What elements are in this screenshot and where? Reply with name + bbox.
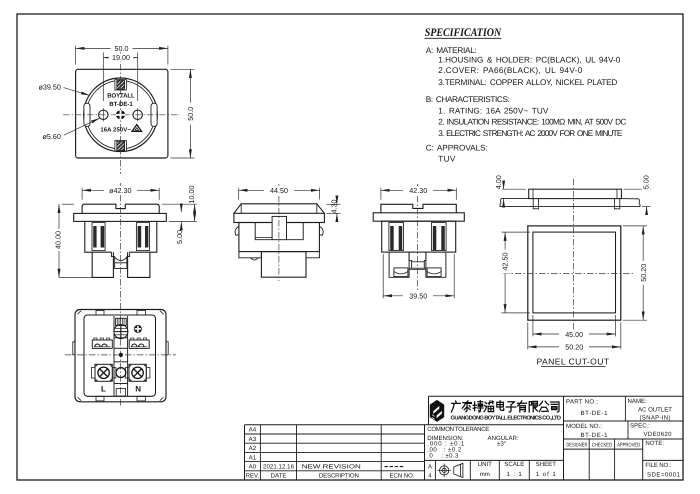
svg-text:BT-DE-1: BT-DE-1: [581, 432, 609, 439]
svg-text:50.0: 50.0: [186, 107, 195, 121]
svg-text:A2: A2: [249, 445, 257, 452]
svg-text:N: N: [135, 385, 141, 394]
svg-text:PANEL CUT-OUT: PANEL CUT-OUT: [536, 356, 609, 366]
svg-text:4.30: 4.30: [329, 200, 338, 214]
svg-text:45.00: 45.00: [565, 330, 583, 339]
svg-text:C: APPROVALS:: C: APPROVALS:: [426, 144, 488, 153]
svg-text:ø39.50: ø39.50: [39, 82, 61, 91]
svg-text:50.0: 50.0: [115, 44, 129, 53]
svg-text:A3: A3: [249, 436, 257, 443]
svg-text:±3°: ±3°: [497, 440, 507, 447]
svg-text:2. INSULATION RESISTANCE: 1: 2. INSULATION RESISTANCE: 100MΩ MIN, AT …: [438, 118, 626, 127]
svg-text:ø42.30: ø42.30: [109, 186, 131, 195]
svg-text:TUV: TUV: [438, 155, 456, 164]
svg-text:DESCRIPTION: DESCRIPTION: [319, 473, 359, 480]
svg-text:3.TERMINAL: COPPER ALLOY, N: 3.TERMINAL: COPPER ALLOY, NICKEL PLATED: [438, 78, 617, 87]
svg-text:A1: A1: [249, 454, 257, 461]
svg-text:.000 : ±0.1: .000 : ±0.1: [427, 440, 465, 447]
svg-text:UNIT: UNIT: [478, 461, 492, 468]
svg-text:19.00: 19.00: [112, 53, 130, 62]
svg-text:5.00: 5.00: [175, 230, 184, 244]
svg-text:42.50: 42.50: [501, 253, 510, 271]
svg-text:A4: A4: [249, 427, 257, 434]
svg-text:SCALE: SCALE: [504, 461, 524, 468]
svg-text:DATE: DATE: [271, 473, 287, 480]
svg-text:REV.: REV.: [246, 473, 260, 480]
svg-text:NEW REVISION: NEW REVISION: [302, 464, 361, 471]
svg-text:2021.12.16: 2021.12.16: [263, 464, 295, 471]
svg-text:BT-DE-1: BT-DE-1: [581, 410, 609, 417]
svg-text:CHECKED: CHECKED: [592, 443, 612, 449]
svg-text:FILE NO.:: FILE NO.:: [645, 462, 671, 469]
svg-text:1. RATING: 16A 250V~ TUV: 1. RATING: 16A 250V~ TUV: [438, 106, 549, 115]
svg-text:A: MATERIAL:: A: MATERIAL:: [426, 46, 477, 55]
svg-text:1.HOUSING & HOLDER: PC(BLACK): 1.HOUSING & HOLDER: PC(BLACK), UL 94V-0: [438, 56, 620, 65]
svg-text:SHEET: SHEET: [536, 461, 557, 468]
svg-text:39.50: 39.50: [409, 292, 427, 301]
svg-text:16A 250V~: 16A 250V~: [100, 126, 131, 133]
svg-text:42.30: 42.30: [409, 186, 427, 195]
svg-text:4: 4: [428, 473, 432, 480]
svg-text:L: L: [101, 385, 106, 394]
svg-text:DIMENSION:: DIMENSION:: [427, 435, 464, 442]
svg-text:SDE=0001: SDE=0001: [647, 471, 681, 478]
svg-text:ECN NO.: ECN NO.: [390, 473, 415, 480]
svg-text:3. ELECTRIC STRENGTH: AC 2: 3. ELECTRIC STRENGTH: AC 2000V FOR ONE M…: [438, 129, 623, 138]
svg-text:1 : 1: 1 : 1: [507, 471, 523, 478]
svg-text:ø5.60: ø5.60: [43, 132, 61, 141]
svg-text:VDE0620: VDE0620: [644, 431, 673, 438]
svg-text:1 of 1: 1 of 1: [536, 471, 557, 478]
svg-text:PART NO.:: PART NO.:: [566, 399, 598, 406]
svg-text:BOYTALL: BOYTALL: [107, 93, 135, 100]
svg-text:COMMON TOLERANCE: COMMON TOLERANCE: [427, 426, 489, 433]
svg-text:SPEC.:: SPEC.:: [630, 422, 650, 429]
svg-text:ANGULAR:: ANGULAR:: [488, 435, 519, 442]
svg-text:A: A: [428, 464, 433, 471]
svg-text:SPECIFICATION: SPECIFICATION: [425, 27, 502, 39]
svg-text:5.00: 5.00: [641, 175, 650, 189]
svg-text:.00 : ±0.2: .00 : ±0.2: [427, 446, 462, 453]
svg-text:mm: mm: [480, 471, 490, 478]
svg-text:50.20: 50.20: [565, 343, 583, 352]
svg-text:GUANGDONG BOYTALL ELECTRONICS: GUANGDONG BOYTALL ELECTRONICS CO.,LTD: [451, 415, 562, 421]
svg-text:4.00: 4.00: [494, 175, 503, 189]
svg-text:A0: A0: [249, 464, 257, 471]
svg-text:NAME:: NAME:: [628, 398, 648, 405]
svg-text:40.00: 40.00: [54, 231, 63, 249]
svg-text:BT-DE-1: BT-DE-1: [109, 101, 133, 108]
svg-text:(SNAP-IN): (SNAP-IN): [640, 414, 671, 421]
svg-text:AC OUTLET: AC OUTLET: [638, 406, 672, 413]
svg-text:.0 : ±0.3: .0 : ±0.3: [427, 452, 459, 459]
svg-text:50.20: 50.20: [639, 264, 648, 282]
svg-text:44.50: 44.50: [270, 186, 288, 195]
svg-text:DESIGNER: DESIGNER: [566, 443, 587, 449]
svg-text:NOTE:: NOTE:: [645, 440, 664, 447]
svg-text:B: CHARACTERISTICS:: B: CHARACTERISTICS:: [426, 95, 510, 104]
svg-text:MODEL NO.:: MODEL NO.:: [566, 423, 602, 430]
svg-text:APPROVED: APPROVED: [617, 443, 640, 449]
svg-text:10.00: 10.00: [187, 186, 196, 204]
svg-text:2.COVER: PA66(BLACK), UL 94V: 2.COVER: PA66(BLACK), UL 94V-0: [438, 66, 582, 75]
